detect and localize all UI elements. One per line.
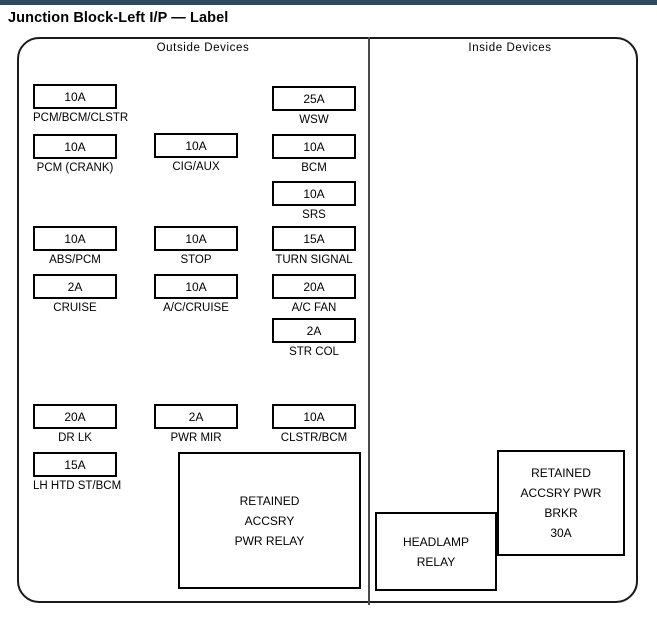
fuse-amp-rating: 2A [33,274,117,299]
fuse-label: CLSTR/BCM [280,432,348,444]
fuse-ac-cruise[interactable]: 10A A/C/CRUISE [154,274,238,315]
fuse-amp-rating: 15A [33,452,117,477]
fuse-turn-signal[interactable]: 15A TURN SIGNAL [272,226,356,267]
fuse-amp-rating: 10A [272,404,356,429]
fuse-label: BCM [301,162,327,174]
section-divider [368,37,370,605]
relay-label-line-1: HEADLAMP [402,534,470,549]
fuse-label: A/C FAN [291,302,337,314]
fuse-dr-lk[interactable]: 20A DR LK [33,404,117,445]
fuse-amp-rating: 10A [272,181,356,206]
fuse-amp-rating: 20A [272,274,356,299]
fuse-label: STR COL [289,346,339,358]
top-accent-bar [0,0,657,5]
fuse-pcm-crank[interactable]: 10A PCM (CRANK) [33,134,117,175]
fuse-label: CIG/AUX [172,161,220,173]
fuse-label: WSW [299,114,329,126]
fuse-label: CRUISE [53,302,97,314]
breaker-label-line-3: BRKR [544,506,578,520]
breaker-label-line-2: ACCSRY PWR [520,486,602,500]
fuse-label: TURN SIGNAL [275,254,353,266]
breaker-label-line-1: RETAINED [531,466,591,480]
fuse-bcm[interactable]: 10A BCM [272,134,356,175]
relay-label-line-3: PWR RELAY [234,533,305,548]
fuse-label: PWR MIR [170,432,222,444]
fuse-amp-rating: 10A [154,226,238,251]
fuse-abs-pcm[interactable]: 10A ABS/PCM [33,226,117,267]
fuse-amp-rating: 2A [154,404,238,429]
fuse-lh-htd-st-bcm[interactable]: 15A LH HTD ST/BCM [33,452,122,493]
page-title: Junction Block-Left I/P — Label [8,10,229,26]
fuse-amp-rating: 15A [272,226,356,251]
relay-label-line-2: RELAY [416,554,456,569]
fuse-label: A/C/CRUISE [163,302,229,314]
fuse-amp-rating: 10A [33,134,117,159]
fuse-cig-aux[interactable]: 10A CIG/AUX [154,133,238,174]
fuse-label: PCM (CRANK) [36,162,114,174]
relay-retained-accsry-pwr-relay[interactable]: RETAINED ACCSRY PWR RELAY [178,452,361,589]
fuse-label: PCM/BCM/CLSTR [33,112,129,124]
section-label-outside-devices: Outside Devices [156,42,250,54]
fuse-amp-rating: 10A [272,134,356,159]
relay-headlamp-relay[interactable]: HEADLAMP RELAY [375,512,497,591]
fuse-clstr-bcm[interactable]: 10A CLSTR/BCM [272,404,356,445]
fuse-amp-rating: 20A [33,404,117,429]
fuse-amp-rating: 2A [272,318,356,343]
fuse-amp-rating: 25A [272,86,356,111]
fuse-amp-rating: 10A [154,133,238,158]
fuse-srs[interactable]: 10A SRS [272,181,356,222]
fuse-label: SRS [302,209,326,221]
relay-label-line-1: RETAINED [239,493,300,508]
fuse-amp-rating: 10A [33,84,117,109]
fuse-str-col[interactable]: 2A STR COL [272,318,356,359]
fuse-amp-rating: 10A [154,274,238,299]
breaker-retained-accsry-pwr-brkr[interactable]: RETAINED ACCSRY PWR BRKR 30A [497,450,625,556]
fuse-cruise[interactable]: 2A CRUISE [33,274,117,315]
fuse-pwr-mir[interactable]: 2A PWR MIR [154,404,238,445]
relay-label-line-2: ACCSRY [244,513,295,528]
fuse-wsw[interactable]: 25A WSW [272,86,356,127]
fuse-label: STOP [180,254,212,266]
fuse-stop[interactable]: 10A STOP [154,226,238,267]
fuse-pcm-bcm-clstr[interactable]: 10A PCM/BCM/CLSTR [33,84,129,125]
fuse-label: ABS/PCM [49,254,101,266]
section-label-inside-devices: Inside Devices [468,42,552,54]
breaker-amp-rating: 30A [550,526,572,540]
fuse-ac-fan[interactable]: 20A A/C FAN [272,274,356,315]
fuse-label: LH HTD ST/BCM [33,480,122,492]
fuse-label: DR LK [58,432,92,444]
fuse-amp-rating: 10A [33,226,117,251]
